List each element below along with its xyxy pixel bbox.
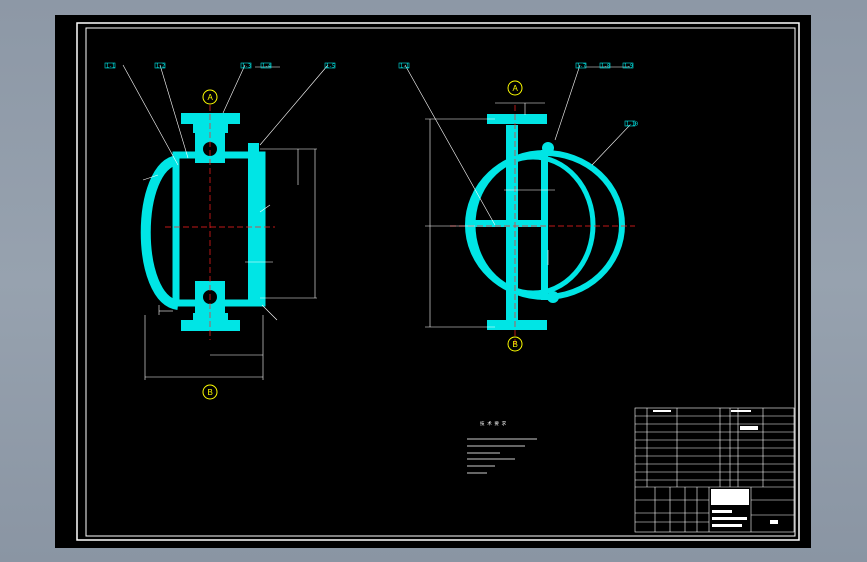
left-part-label-4: 1-4	[262, 64, 271, 70]
left-marker-b: B	[208, 388, 213, 397]
left-marker-a: A	[208, 93, 214, 102]
cad-drawing-viewport[interactable]: 1-1 1-2 1-3 1-4 1-5 A B	[55, 15, 811, 548]
inner-frame	[85, 27, 796, 537]
left-part-label-1: 1-1	[106, 64, 115, 70]
left-part-label-2: 1-2	[156, 64, 165, 70]
right-part-label-1: 1-1	[400, 64, 409, 70]
vertical-plate	[541, 150, 548, 300]
top-nozzle-neck	[193, 123, 228, 133]
top-flange	[487, 114, 547, 124]
technical-notes: 技 术 要 求	[467, 420, 537, 474]
right-part-label-4: 1-9	[624, 64, 633, 70]
title-block-filled	[653, 410, 778, 527]
right-part-labels: 1-1 1-7 1-8 1-9 1-10	[398, 62, 638, 128]
outer-frame	[76, 22, 800, 541]
right-part-label-2: 1-7	[577, 64, 586, 70]
bottom-nozzle-neck	[193, 313, 228, 321]
bottom-nozzle-flange	[181, 320, 240, 331]
notes-title: 技 术 要 求	[480, 420, 507, 427]
left-view: 1-1 1-2 1-3 1-4 1-5 A B	[104, 62, 336, 400]
horizontal-rib	[473, 220, 548, 227]
left-part-labels: 1-1 1-2 1-3 1-4 1-5	[104, 62, 336, 70]
right-marker-b: B	[513, 340, 518, 349]
tube-sheet	[248, 143, 259, 306]
bottom-flange	[487, 320, 547, 330]
left-part-label-3: 1-3	[242, 64, 251, 70]
right-part-label-3: 1-8	[601, 64, 610, 70]
right-part-label-5: 1-10	[626, 122, 638, 128]
title-block	[634, 407, 795, 533]
top-nozzle-flange	[181, 113, 240, 124]
right-marker-a: A	[513, 84, 519, 93]
right-view: 1-1 1-7 1-8 1-9 1-10 A B	[398, 62, 638, 352]
left-part-label-5: 1-5	[326, 64, 335, 70]
dished-head	[140, 155, 180, 310]
cad-drawing: 1-1 1-2 1-3 1-4 1-5 A B	[76, 22, 800, 541]
